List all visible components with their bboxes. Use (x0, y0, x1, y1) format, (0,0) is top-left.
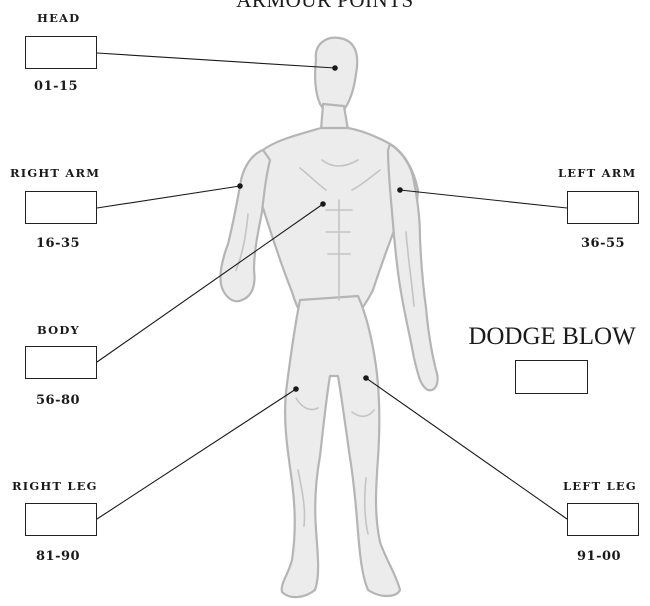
left-leg-label: LEFT LEG (563, 479, 637, 493)
left-leg-range: 91-00 (577, 549, 621, 565)
right-arm-label: RIGHT ARM (10, 166, 100, 180)
head-range: 01-15 (34, 79, 78, 95)
right-leg-range: 81-90 (36, 549, 80, 565)
right-arm-marker (237, 183, 243, 189)
head-leader-line (97, 53, 335, 68)
right-leg-marker (293, 386, 299, 392)
page-title: ARMOUR POINTS (200, 0, 450, 12)
head-armour-box[interactable] (25, 36, 97, 69)
left-leg-marker (363, 375, 369, 381)
head-marker (332, 65, 338, 71)
dodge-blow-box[interactable] (515, 360, 588, 394)
left-arm-range: 36-55 (581, 236, 625, 252)
head-label: HEAD (37, 11, 80, 25)
body-silhouette (220, 38, 437, 597)
left-arm-marker (397, 187, 403, 193)
body-range: 56-80 (36, 393, 80, 409)
neck-shape (321, 104, 348, 130)
right-leg-armour-box[interactable] (25, 503, 97, 536)
right-arm-leader-line (97, 186, 240, 208)
right-arm-shape (220, 150, 270, 301)
right-leg-label: RIGHT LEG (12, 479, 98, 493)
body-armour-box[interactable] (25, 346, 97, 379)
left-arm-shape (388, 144, 438, 390)
right-arm-armour-box[interactable] (25, 191, 97, 224)
legs-shape (282, 296, 400, 597)
body-marker (320, 201, 326, 207)
body-label: BODY (37, 323, 80, 337)
left-leg-armour-box[interactable] (567, 503, 639, 536)
left-arm-armour-box[interactable] (567, 191, 639, 224)
left-arm-leader-line (400, 190, 567, 208)
dodge-blow-label: DODGE BLOW (454, 322, 650, 352)
right-leg-leader-line (97, 389, 296, 519)
left-leg-leader-line (366, 378, 567, 519)
right-arm-range: 16-35 (36, 236, 80, 252)
left-arm-label: LEFT ARM (558, 166, 636, 180)
head-shape (315, 38, 357, 114)
